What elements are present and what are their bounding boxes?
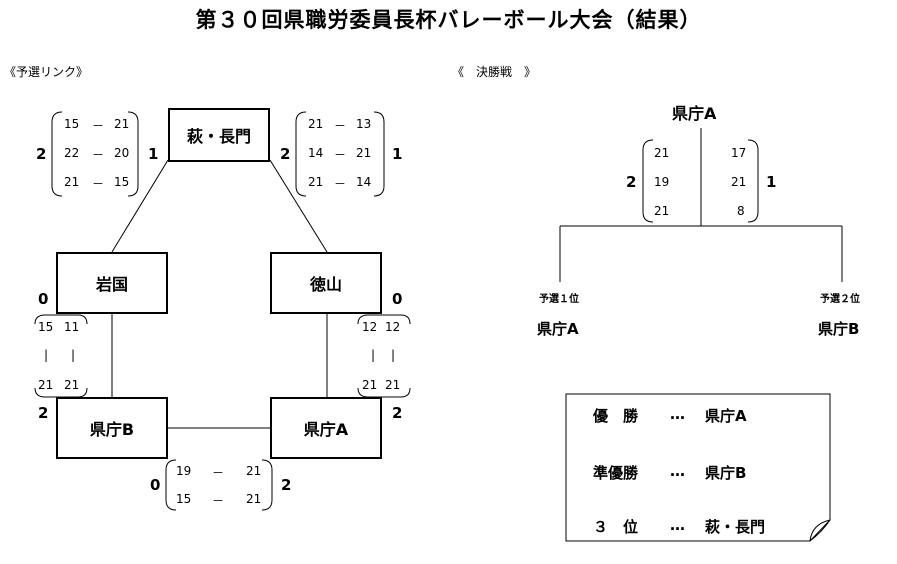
set-dash: － <box>334 177 347 191</box>
result-team: 県庁B <box>705 464 747 482</box>
final-right-team: 県庁B <box>818 320 860 338</box>
result-dots: … <box>670 516 685 534</box>
final-set-score: 21 <box>654 204 670 218</box>
set-separator: | <box>371 348 376 362</box>
team-box-kenchoB: 県庁B <box>56 397 168 459</box>
final-wins-left: 2 <box>626 173 637 191</box>
team-box-tokuyama: 徳山 <box>270 252 382 314</box>
set-score: 14 <box>308 146 324 160</box>
match-wins-bottom: 2 <box>38 404 49 422</box>
set-score: 21 <box>114 117 130 131</box>
match-wins-right: 1 <box>148 145 159 163</box>
set-score: 21 <box>64 175 80 189</box>
team-box-kenchoA: 県庁A <box>270 397 382 459</box>
final-set-score: 21 <box>731 175 747 189</box>
set-score: 21 <box>38 378 54 392</box>
set-score: 21 <box>385 378 401 392</box>
league-heading: 《予選リンク》 <box>4 65 89 79</box>
match-wins-top: 0 <box>392 290 403 308</box>
set-dash: － <box>92 177 105 191</box>
team-box-iwakuni: 岩国 <box>56 252 168 314</box>
final-set-score: 19 <box>654 175 670 189</box>
set-separator: | <box>44 348 49 362</box>
set-score: 15 <box>176 492 192 506</box>
final-heading: 《 決勝戦 》 <box>452 65 537 79</box>
match-wins-left: 2 <box>280 145 291 163</box>
result-dots: … <box>670 405 685 423</box>
set-score: 13 <box>356 117 372 131</box>
result-rank: 優 勝 <box>593 407 639 425</box>
set-score: 11 <box>64 320 80 334</box>
final-winner: 県庁A <box>672 104 717 123</box>
result-dots: … <box>670 462 685 480</box>
match-wins-left: 0 <box>150 476 161 494</box>
set-score: 12 <box>385 320 401 334</box>
set-score: 21 <box>308 175 324 189</box>
team-name: 県庁B <box>89 420 135 439</box>
final-wins-right: 1 <box>766 173 777 191</box>
result-team: 萩・長門 <box>705 518 766 536</box>
page-title: 第３０回県職労委員長杯バレーボール大会（結果） <box>195 8 702 32</box>
set-score: 15 <box>114 175 130 189</box>
match-wins-top: 0 <box>38 290 49 308</box>
result-rank: 準優勝 <box>593 464 639 482</box>
set-dash: － <box>92 119 105 133</box>
set-dash: － <box>212 494 225 508</box>
match-wins-right: 2 <box>281 476 292 494</box>
team-name: 県庁A <box>303 420 349 439</box>
set-score: 21 <box>64 378 80 392</box>
set-score: 21 <box>362 378 378 392</box>
match-wins-bottom: 2 <box>392 404 403 422</box>
set-dash: － <box>212 466 225 480</box>
final-left-seed: 予選１位 <box>539 294 579 305</box>
set-dash: － <box>334 119 347 133</box>
team-name: 岩国 <box>95 275 128 294</box>
set-separator: | <box>391 348 396 362</box>
set-score: 19 <box>176 464 192 478</box>
final-set-score: 21 <box>654 146 670 160</box>
set-dash: － <box>92 148 105 162</box>
set-score: 22 <box>64 146 80 160</box>
set-score: 21 <box>246 464 262 478</box>
set-score: 15 <box>64 117 80 131</box>
final-right-seed: 予選２位 <box>820 294 860 305</box>
result-rank: ３ 位 <box>593 518 639 536</box>
set-score: 12 <box>362 320 378 334</box>
set-score: 21 <box>246 492 262 506</box>
result-team: 県庁A <box>705 407 747 425</box>
match-wins-right: 1 <box>392 145 403 163</box>
set-score: 15 <box>38 320 54 334</box>
final-left-team: 県庁A <box>537 320 579 338</box>
team-name: 徳山 <box>309 275 342 294</box>
set-score: 21 <box>356 146 372 160</box>
team-name: 萩・長門 <box>186 127 251 146</box>
set-score: 21 <box>308 117 324 131</box>
set-score: 20 <box>114 146 130 160</box>
set-score: 14 <box>356 175 372 189</box>
set-dash: － <box>334 148 347 162</box>
match-wins-left: 2 <box>36 145 47 163</box>
final-set-score: 8 <box>737 204 745 218</box>
final-set-score: 17 <box>731 146 747 160</box>
team-box-hagi: 萩・長門 <box>168 108 270 162</box>
set-separator: | <box>71 348 76 362</box>
